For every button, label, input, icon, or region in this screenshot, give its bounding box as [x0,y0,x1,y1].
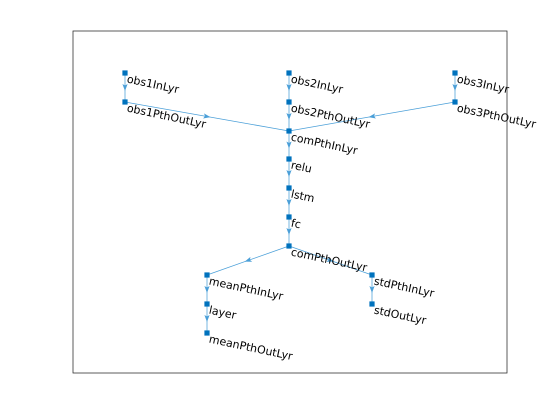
edge-layer-to-meanPthOutLyr [204,304,210,333]
node-marker [204,272,210,278]
node-marker [286,70,292,76]
edge-obs1InLyr-to-obs1PthOutLyr [122,73,128,102]
edge-comPthOutLyr-to-meanPthInLyr [206,245,290,276]
edge-arrowhead [286,228,292,235]
edge-obs3InLyr-to-obs3PthOutLyr [452,73,458,102]
node-fc: fc [286,214,302,231]
edge-arrowhead [286,113,292,120]
edge-obs1PthOutLyr-to-comPthInLyr [124,101,290,132]
edge-comPthInLyr-to-relu [286,131,292,159]
edge-arrowhead [326,256,334,262]
edge-obs3PthOutLyr-to-comPthInLyr [288,101,456,132]
node-marker [369,272,375,278]
node-label: fc [290,217,302,232]
node-label: layer [208,304,238,323]
node-marker [204,301,210,307]
axes-frame [72,30,508,374]
node-marker [286,243,292,249]
edge-arrowhead [286,170,292,177]
node-label: relu [290,159,313,176]
edge-arrowhead [244,256,253,262]
edge-arrowhead [204,286,210,293]
edge-arrowhead [369,286,375,293]
edge-arrowhead [286,84,292,91]
edge-comPthOutLyr-to-stdPthInLyr [288,245,373,276]
edge-arrowhead [286,141,292,149]
node-marker [122,99,128,105]
node-relu: relu [286,156,313,176]
edge-arrowhead [122,84,128,91]
edge-meanPthInLyr-to-layer [204,275,210,304]
node-marker [286,185,292,191]
edge-obs2InLyr-to-obs2PthOutLyr [286,73,292,102]
node-marker [452,70,458,76]
node-marker [369,301,375,307]
node-marker [286,99,292,105]
node-marker [286,128,292,134]
node-layer: layer [204,301,238,323]
edge-obs2PthOutLyr-to-comPthInLyr [286,102,292,131]
edge-arrowhead [204,315,210,322]
edge-stdPthInLyr-to-stdOutLyr [369,275,375,304]
node-lstm: lstm [286,185,316,206]
edge-lstm-to-fc [286,188,292,217]
edge-layer [122,73,458,333]
edge-arrowhead [203,113,211,119]
edge-arrowhead [368,113,376,119]
node-marker [286,156,292,162]
node-marker [122,70,128,76]
node-marker [286,214,292,220]
edge-arrowhead [452,84,458,91]
node-marker [204,330,210,336]
edge-arrowhead [286,199,292,206]
edge-relu-to-lstm [286,159,292,188]
edge-fc-to-comPthOutLyr [286,217,292,246]
node-label: lstm [290,188,316,206]
node-marker [452,99,458,105]
